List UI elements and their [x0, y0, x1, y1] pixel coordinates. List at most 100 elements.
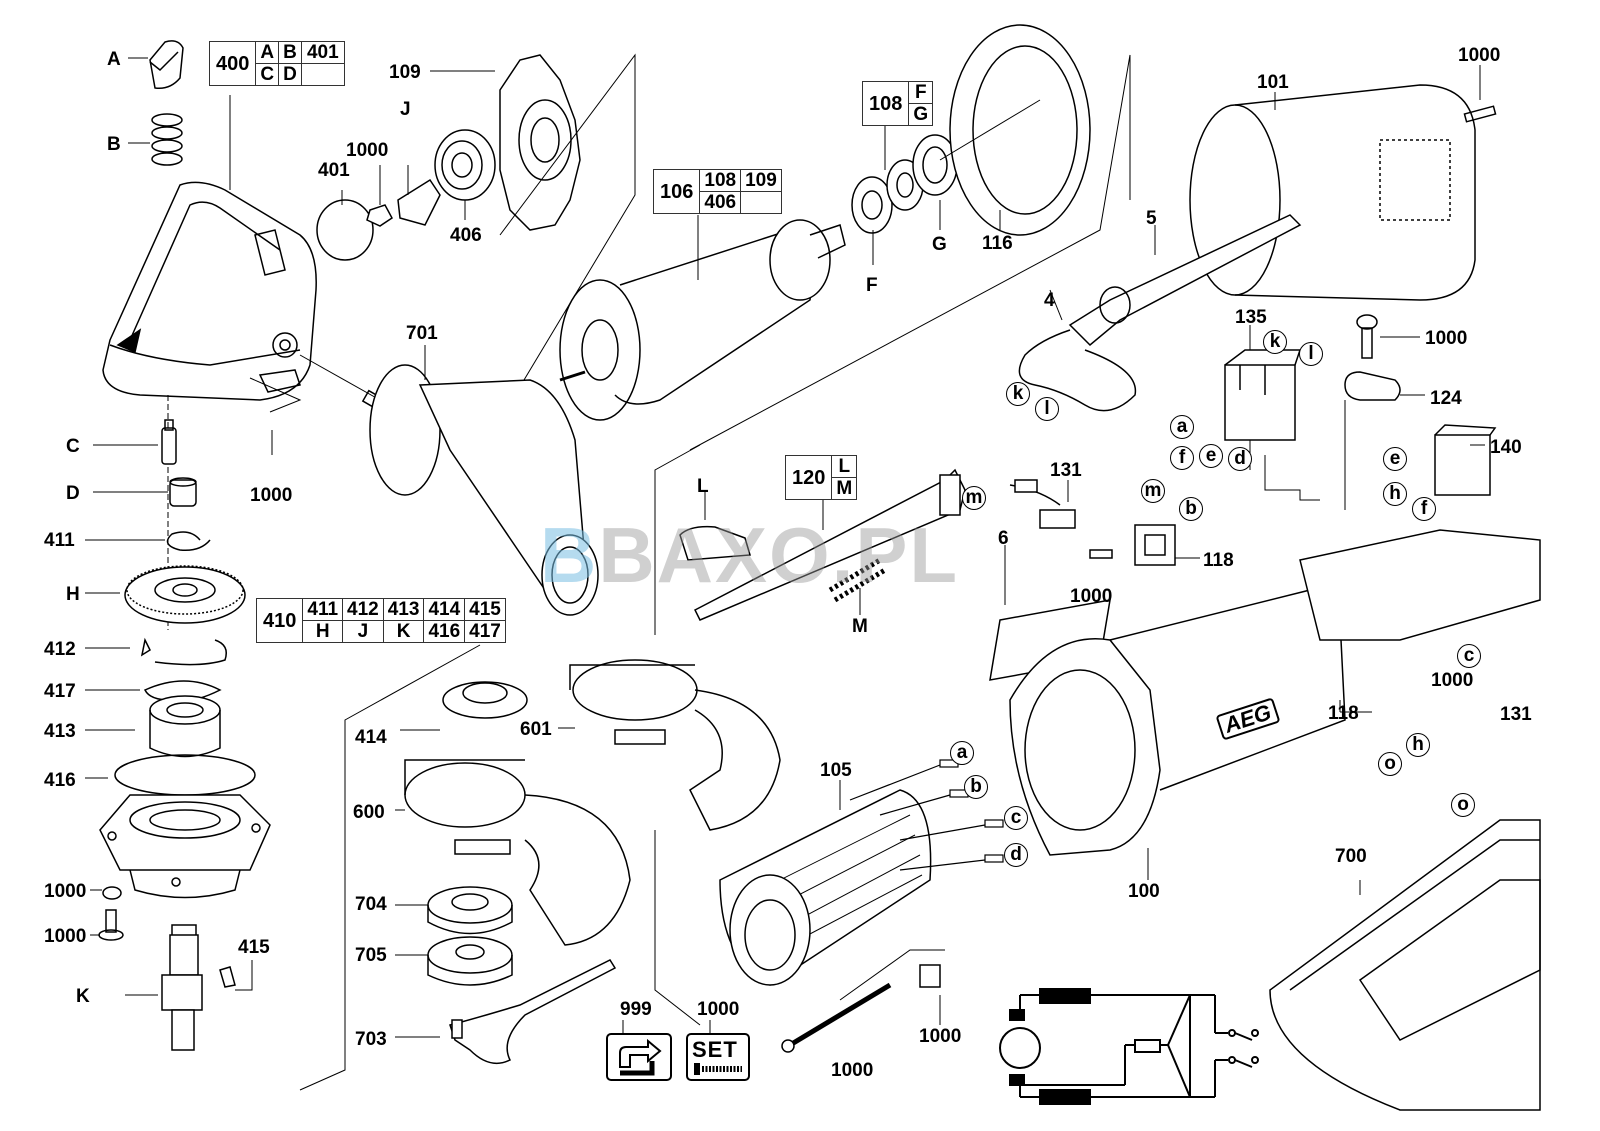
- kit-cell: M: [831, 477, 858, 500]
- watermark: BBAXO.PL: [540, 510, 959, 601]
- part-label: 412: [44, 639, 76, 660]
- part-label: 100: [1128, 881, 1160, 902]
- part-label: B: [107, 134, 121, 155]
- arrow-loop-icon: [619, 1038, 662, 1076]
- kit-cell: 413: [382, 598, 425, 621]
- part-label: 1000: [346, 140, 389, 161]
- part-label: 101: [1257, 72, 1289, 93]
- part-label: 411: [44, 530, 75, 551]
- part-label: 406: [450, 225, 482, 246]
- part-label: 1000: [919, 1026, 962, 1047]
- kit-cell: 108: [699, 169, 742, 192]
- kit-cell: J: [342, 620, 384, 643]
- screw-1000: [98, 909, 124, 941]
- part-label: 124: [1430, 388, 1462, 409]
- kit-table-400: 400 A B 401 C D: [208, 41, 345, 86]
- wire-marker: f: [1170, 446, 1194, 470]
- bearing-413: [149, 695, 221, 758]
- wire-marker: m: [962, 486, 986, 510]
- kit-main: 120: [784, 455, 833, 500]
- part-label: 140: [1490, 437, 1522, 458]
- wire-marker: l: [1299, 342, 1323, 366]
- part-label: 131: [1050, 460, 1082, 481]
- flange-plate: [99, 794, 271, 899]
- flange-704: [427, 886, 513, 935]
- part-label: 417: [44, 681, 76, 702]
- part-label: 701: [406, 323, 438, 344]
- screw-icon: [694, 1063, 742, 1075]
- part-label: 1000: [697, 999, 740, 1020]
- part-label: 705: [355, 945, 387, 966]
- kit-cell: 416: [423, 620, 466, 643]
- brush-holder-118: [1134, 524, 1176, 566]
- part-label: J: [400, 99, 411, 120]
- part-label: G: [932, 234, 947, 255]
- washer-1000: [102, 886, 122, 900]
- wire-marker: m: [1141, 479, 1165, 503]
- part-label: 704: [355, 894, 387, 915]
- switch-button-l: [679, 525, 751, 561]
- kit-cell: 415: [464, 598, 506, 621]
- part-label: 1000: [1425, 328, 1468, 349]
- wire-marker: k: [1006, 382, 1030, 406]
- kit-cell: 417: [464, 620, 506, 643]
- circlip-411: [166, 531, 211, 552]
- bearing-f: [851, 176, 893, 234]
- oring-416: [114, 754, 256, 796]
- part-label: 700: [1335, 846, 1367, 867]
- armature-106: [559, 219, 846, 421]
- kit-cell: 109: [740, 169, 782, 192]
- kit-cell: 411: [302, 598, 344, 621]
- motor-housing-101: [1189, 84, 1476, 301]
- clip-1000: [919, 964, 941, 988]
- part-label: 600: [353, 802, 385, 823]
- part-label: 118: [1203, 550, 1234, 571]
- kit-main: 108: [861, 81, 910, 126]
- part-label: 105: [820, 760, 852, 781]
- wire-marker: e: [1199, 444, 1223, 468]
- wire-marker: h: [1383, 482, 1407, 506]
- part-label: 414: [355, 727, 387, 748]
- part-label: C: [66, 436, 80, 457]
- kit-cell: [740, 191, 782, 214]
- screw-1000-top: [1463, 105, 1497, 123]
- kit-cell: C: [255, 63, 280, 86]
- cord-protector-5: [1068, 214, 1302, 347]
- kit-cell: B: [278, 41, 302, 64]
- oring-401: [316, 199, 374, 261]
- side-handle-701: [299, 354, 599, 616]
- nut-1000: [366, 204, 393, 227]
- part-label: 1000: [831, 1060, 874, 1081]
- spring-b: [151, 113, 183, 166]
- kit-cell: D: [278, 63, 302, 86]
- part-label: 999: [620, 999, 652, 1020]
- kit-table-410: 410 411 412 413 414 415 H J K 416 417: [255, 598, 506, 643]
- part-label: 131: [1500, 704, 1532, 725]
- ring-417-upper: [154, 639, 227, 666]
- kit-cell: 401: [300, 41, 345, 64]
- wire-marker: h: [1406, 733, 1430, 757]
- carry-case-700: [1269, 819, 1541, 1111]
- bearing-406: [434, 129, 496, 201]
- spindle-k: [161, 924, 203, 1051]
- bevel-gear-h: [124, 565, 246, 624]
- part-label: 1000: [44, 881, 87, 902]
- gear-housing-100: [1009, 529, 1541, 856]
- wire-marker: e: [1383, 447, 1407, 471]
- part-label: F: [866, 275, 878, 296]
- part-label: H: [66, 584, 80, 605]
- kit-cell: 406: [699, 191, 742, 214]
- switch-135: [1224, 349, 1302, 441]
- wire-marker: c: [1457, 644, 1481, 668]
- kit-table-106: 106 108 109 406: [652, 169, 782, 214]
- kit-main: 410: [255, 598, 304, 643]
- kit-table-120: 120 L M: [784, 455, 858, 500]
- part-label: M: [852, 616, 868, 637]
- kit-cell: H: [302, 620, 344, 643]
- cable-4: [1018, 329, 1137, 412]
- screw-1000-brush: [1089, 549, 1113, 559]
- connector-m: [1014, 479, 1038, 493]
- lock-plate-412: [140, 637, 151, 657]
- kit-cell: L: [831, 455, 858, 478]
- part-label: 416: [44, 770, 76, 791]
